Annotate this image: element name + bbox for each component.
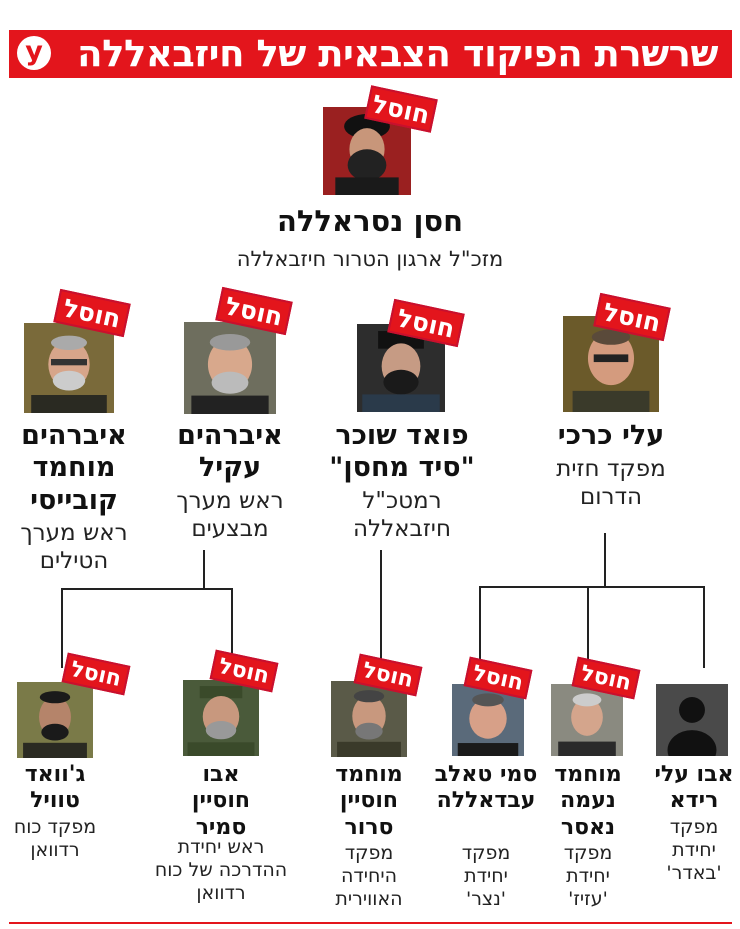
person-name: עלי כרכי [557,420,665,451]
person-role: רמטכ"ל חיזבאללה [353,488,451,542]
person-name: חסן נסראללה [276,204,464,238]
person-name: ג'וואד טוויל [24,762,86,814]
person-role: מפקד יחידת 'באדר' [666,816,722,884]
person-role: ראש מערך הטילים [20,520,128,574]
person-name: מוחמד חוסיין סרור [335,762,403,840]
person-role: ראש יחידת ההדרכה של כוח רדוואן [154,836,288,904]
person-name: איברהים עקיל [177,420,283,484]
connector-line [703,586,705,668]
person-name: מוחמד נעמה נאסר [554,762,622,840]
portrait-photo [17,682,93,758]
footer-divider [9,922,732,924]
page-title: שרשרת הפיקוד הצבאית של חיזבאללה [77,32,718,75]
connector-line [604,533,606,587]
person-role: מזכ"ל ארגון הטרור חיזבאללה [236,247,504,271]
person-role: מפקד היחידה האווירית [335,842,403,910]
person-name: סמי טאלב עבדאללה [434,762,538,814]
connector-line [231,588,233,668]
connector-line [587,586,589,668]
person-name: אבו עלי רידא [654,762,734,814]
person-role: מפקד חזית הדרום [556,456,666,510]
person-name: איברהים מוחמד קובייסי [21,420,127,516]
connector-line [479,586,705,588]
header-banner: שרשרת הפיקוד הצבאית של חיזבאללה [9,30,732,78]
portrait-photo [183,680,259,756]
person-role: מפקד יחידת 'עזיז' [563,842,613,910]
person-name: פואד שוכר "סיד מחסן" [329,420,475,484]
portrait-photo [452,684,524,756]
connector-line [479,586,481,668]
portrait-photo [24,322,114,414]
portrait-photo [331,681,407,757]
person-role: מפקד כוח רדוואן [13,816,97,861]
connector-line [61,588,232,590]
portrait-photo [184,322,276,414]
person-role: ראש מערך מבצעים [176,488,284,542]
ynet-logo: y [17,36,51,70]
person-role: מפקד יחידת 'נצר' [461,842,511,910]
connector-line [61,588,63,668]
person-name: אבו חוסיין סמיר [191,762,251,840]
connector-line [380,550,382,668]
avatar-placeholder-photo [656,684,728,756]
portrait-photo [551,684,623,756]
connector-line [203,550,205,589]
